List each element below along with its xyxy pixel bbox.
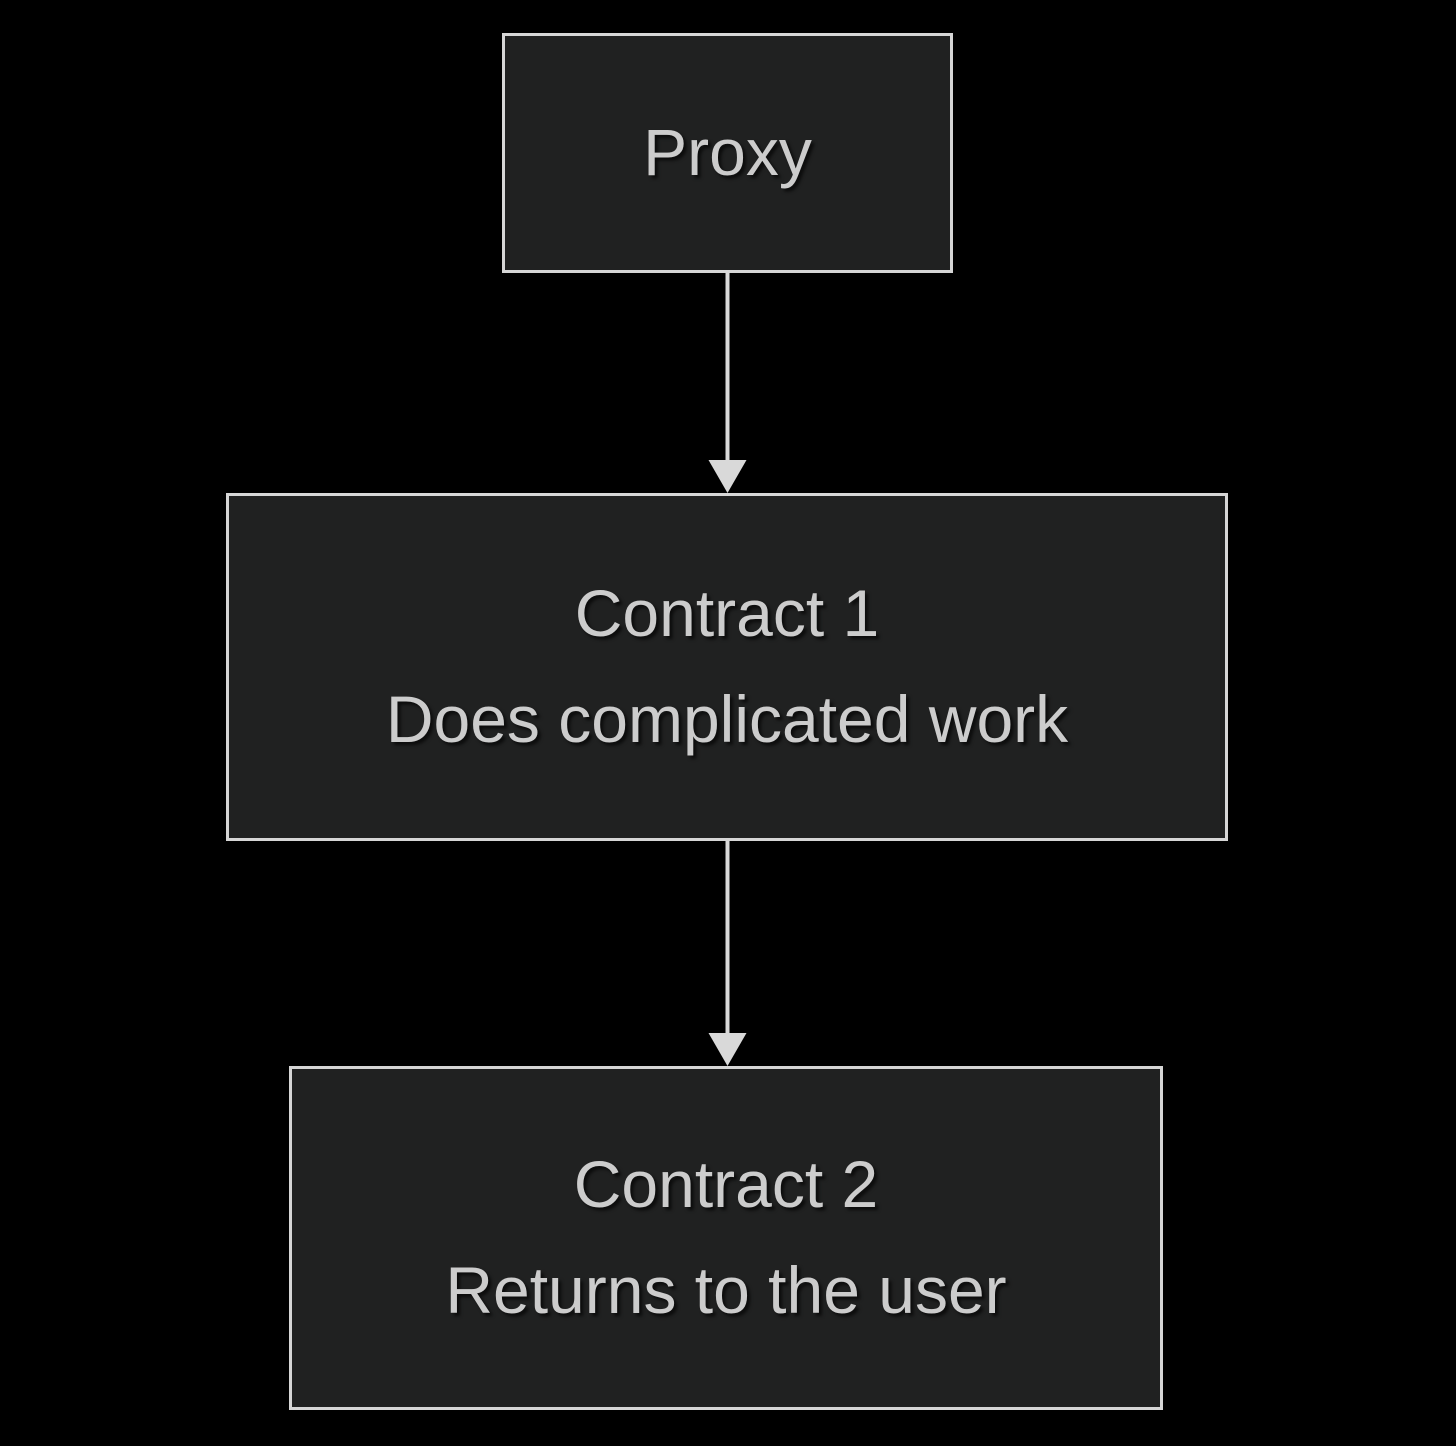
node-contract1-title: Contract 1 bbox=[574, 576, 880, 651]
arrow-contract1-to-contract2 bbox=[708, 841, 747, 1066]
node-contract2: Contract 2 Returns to the user bbox=[289, 1066, 1163, 1410]
node-contract2-subtitle: Returns to the user bbox=[445, 1253, 1007, 1327]
node-proxy: Proxy bbox=[502, 33, 953, 273]
node-proxy-label: Proxy bbox=[643, 115, 812, 190]
arrow-proxy-to-contract1 bbox=[708, 273, 747, 493]
node-contract1-subtitle: Does complicated work bbox=[385, 682, 1069, 756]
node-contract2-title: Contract 2 bbox=[573, 1147, 879, 1222]
node-contract1: Contract 1 Does complicated work bbox=[226, 493, 1228, 841]
